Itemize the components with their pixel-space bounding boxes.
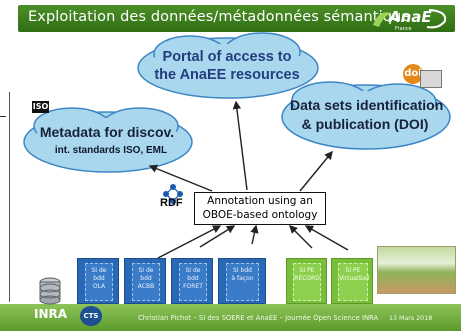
source-pe-record-label: SI PE RECORD — [294, 267, 320, 283]
source-db-ola-line-2: bdd — [93, 275, 105, 283]
source-db-facon-line-2: à façon — [231, 275, 254, 283]
source-pe-virtualsoil-line-2: VirtualSoil — [339, 275, 370, 283]
arrow-from-facon — [289, 225, 313, 249]
rdf-graph-icon — [163, 184, 183, 204]
doi-icon: doi — [403, 64, 423, 84]
arrow-from-record — [304, 225, 349, 251]
cloud-datasets — [281, 81, 451, 150]
source-db-ola-line-1: SI de — [91, 267, 107, 274]
footer-credits: Christian Pichot – SI des SOERE et AnaEE… — [138, 314, 379, 322]
cloud-portal-line-2: the AnaEE resources — [154, 66, 300, 83]
source-pe-virtualsoil-card: SI PE VirtualSoil — [338, 263, 370, 301]
left-frame-line — [0, 92, 10, 302]
source-db-foret-line-1: SI de — [185, 267, 201, 274]
annotation-label: Annotation using an OBOE-based ontology — [195, 195, 325, 222]
source-pe-virtualsoil-line-1: SI PE — [345, 267, 361, 274]
annotation-box: Annotation using an OBOE-based ontology — [194, 192, 326, 225]
source-db-acbb-line-3: ACBB — [137, 283, 155, 291]
inra-logo: INRA — [34, 307, 68, 321]
source-pe-record-line-1: SI PE — [299, 267, 315, 274]
annotation-line-2: OBOE-based ontology — [202, 208, 318, 221]
cloud-datasets-label: Data sets identification & publication (… — [290, 96, 444, 134]
doi-file-icon — [420, 70, 442, 88]
anaee-logo-leaf-icon — [373, 9, 447, 29]
source-db-ola-label: SI de bdd OLA — [86, 267, 112, 291]
iso-icon: ISO — [32, 101, 49, 113]
slide-title: Exploitation des données/métadonnées sém… — [28, 9, 411, 25]
arrow-to-datasets — [299, 150, 333, 192]
cloud-portal-label: Portal of access to the AnaEE resources — [152, 49, 302, 85]
arrow-to-metadata — [148, 164, 213, 192]
footer-bar: Christian Pichot – SI des SOERE et AnaEE… — [0, 304, 461, 331]
cloud-portal-line-1: Portal of access to — [162, 49, 292, 65]
cloud-datasets-line-2: & publication (DOI) — [301, 115, 429, 132]
cloud-metadata-title: Metadata for discov. — [39, 124, 175, 140]
source-db-foret: SI de bdd FORET — [171, 258, 213, 304]
landscape-photo — [377, 246, 456, 294]
arrow-from-acbb — [199, 225, 236, 248]
arrow-to-portal — [232, 100, 248, 191]
cloud-portal — [137, 32, 319, 99]
logo-text: AnaE — [389, 8, 432, 26]
rdf-label: RDF — [160, 197, 183, 209]
annotation-line-1: Annotation using an — [207, 195, 313, 207]
arrow-from-foret — [250, 224, 259, 245]
footer-date: 13 Mars 2018 — [389, 315, 433, 322]
source-db-acbb-line-1: SI de — [138, 267, 154, 274]
source-pe-record-card: SI PE RECORD — [293, 263, 321, 301]
cts-logo: CTS — [80, 306, 102, 326]
source-db-acbb-line-2: bdd — [140, 275, 152, 283]
source-db-foret-label: SI de bdd FORET — [180, 267, 206, 291]
cloud-metadata-subtitle: int. standards ISO, EML — [54, 145, 168, 156]
source-db-facon-label: SI bdd à façon — [227, 267, 258, 283]
source-db-acbb-label: SI de bdd ACBB — [133, 267, 159, 291]
title-bar: Exploitation des données/métadonnées sém… — [18, 5, 455, 32]
source-pe-virtualsoil-label: SI PE VirtualSoil — [339, 267, 370, 283]
cloud-metadata — [23, 107, 193, 173]
source-db-foret-card: SI de bdd FORET — [179, 263, 207, 301]
source-pe-virtualsoil: SI PE VirtualSoil — [331, 258, 373, 304]
source-db-facon: SI bdd à façon — [218, 258, 266, 304]
source-db-foret-line-2: bdd — [187, 275, 199, 283]
logo-subtext: France — [395, 26, 412, 32]
source-db-foret-line-3: FORET — [183, 283, 203, 291]
source-db-acbb-card: SI de bdd ACBB — [132, 263, 160, 301]
database-stack-icon — [39, 277, 61, 305]
source-db-acbb: SI de bdd ACBB — [124, 258, 166, 304]
source-db-facon-card: SI bdd à façon — [226, 263, 259, 301]
arrows-up — [148, 100, 349, 259]
source-db-ola: SI de bdd OLA — [77, 258, 119, 304]
anaee-logo: AnaE France — [369, 7, 451, 32]
source-db-ola-line-3: OLA — [92, 283, 106, 291]
source-pe-record: SI PE RECORD — [286, 258, 327, 304]
source-pe-record-line-2: RECORD — [294, 275, 320, 283]
source-db-ola-card: SI de bdd OLA — [85, 263, 113, 301]
cloud-datasets-line-1: Data sets identification — [290, 97, 444, 113]
source-db-facon-line-1: SI bdd — [233, 267, 252, 274]
left-frame-tick — [0, 116, 6, 117]
arrow-from-ola — [157, 225, 222, 259]
